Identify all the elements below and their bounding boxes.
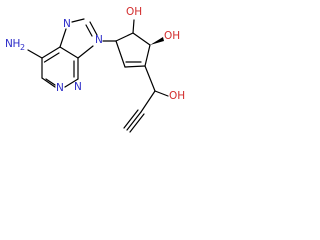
atom-label-nh2: N — [5, 38, 13, 50]
bond — [140, 90, 156, 113]
bond — [59, 28, 67, 48]
bond — [77, 45, 94, 59]
atom-label-oh-top: OH — [126, 6, 142, 18]
bond — [85, 24, 93, 37]
bond — [71, 18, 85, 23]
atom-label-nh2-subscript: 2 — [20, 43, 25, 52]
molecule-structure: N H 2 N N N N OH OH OH — [5, 6, 185, 133]
atom-label-n7: N — [63, 18, 71, 30]
atom-label-n1: N — [56, 82, 64, 94]
bond — [43, 52, 60, 63]
bond — [115, 32, 134, 42]
bond — [59, 46, 79, 59]
atom-labels: N H 2 N N N N OH OH OH — [5, 6, 185, 102]
bonds — [27, 18, 169, 133]
bond — [124, 65, 146, 68]
atom-label-oh-side: OH — [169, 90, 185, 102]
bond — [123, 109, 139, 129]
bond — [154, 90, 169, 97]
atom-label-n3: N — [74, 81, 82, 93]
bond — [41, 77, 56, 88]
atom-label-oh-right: OH — [164, 30, 180, 42]
atom-label-nh2-h: H — [13, 38, 21, 50]
bond — [129, 113, 145, 133]
atom-label-n9: N — [95, 34, 103, 46]
bond — [41, 46, 61, 59]
bond — [144, 65, 156, 92]
bond — [132, 19, 135, 34]
bond — [89, 21, 98, 36]
bond — [64, 78, 79, 88]
stereo-wedge — [150, 37, 164, 45]
bond — [126, 111, 142, 131]
bond — [45, 78, 56, 86]
bond — [132, 32, 151, 46]
bond — [144, 44, 151, 67]
bond — [27, 49, 43, 59]
bond — [115, 40, 126, 68]
